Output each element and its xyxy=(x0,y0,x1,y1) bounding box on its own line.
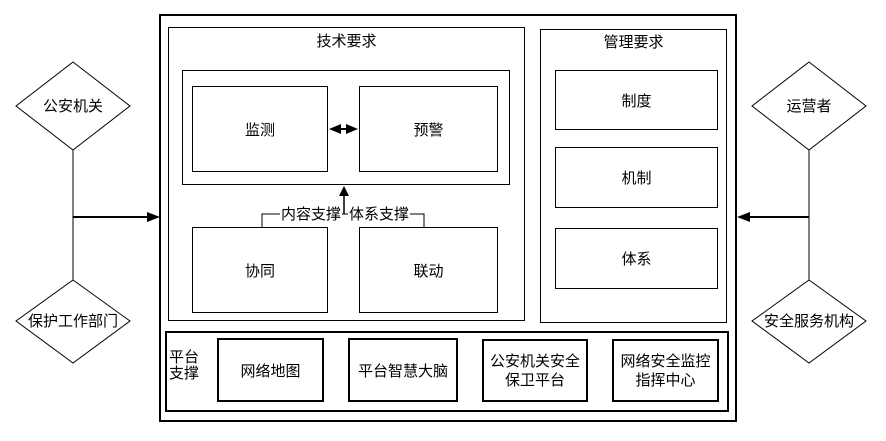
monitor-box: 监测 xyxy=(192,86,328,172)
security-service-label: 安全服务机构 xyxy=(763,313,854,330)
left-connector xyxy=(15,61,160,364)
security-service-diamond xyxy=(751,279,867,364)
platform-support-container xyxy=(165,331,729,412)
platform-support-label-line2: 支撑 xyxy=(168,365,199,382)
management-requirements-box xyxy=(540,29,727,323)
content-support-label: 内容支撑 xyxy=(280,206,342,223)
management-requirements-title: 管理要求 xyxy=(603,34,664,51)
outer-frame xyxy=(159,14,737,422)
monitor-warning-double-arrow-icon xyxy=(329,124,358,134)
left-arrow-head-icon xyxy=(147,212,160,222)
system-label: 体系 xyxy=(621,251,652,268)
tech-requirements-title: 技术要求 xyxy=(316,33,377,50)
police-security-platform-line2: 保卫平台 xyxy=(504,371,565,389)
police-label: 公安机关 xyxy=(42,98,103,115)
smart-brain-label: 平台智慧大脑 xyxy=(357,362,448,380)
operator-label: 运营者 xyxy=(786,98,832,115)
support-bracket xyxy=(261,213,425,227)
system-support-label: 体系支撑 xyxy=(348,206,410,223)
coordination-box: 协同 xyxy=(192,227,328,313)
system-box: 体系 xyxy=(555,228,718,289)
support-up-arrow-icon xyxy=(339,186,349,214)
monitor-label: 监测 xyxy=(244,121,275,139)
monitor-warning-container xyxy=(182,70,510,185)
right-arrow-head-icon xyxy=(737,212,750,222)
platform-support-label: 平台 支撑 xyxy=(168,350,200,382)
linkage-label: 联动 xyxy=(413,262,444,280)
institution-label: 制度 xyxy=(621,92,652,110)
early-warning-box: 预警 xyxy=(359,86,498,172)
protection-dept-diamond xyxy=(15,279,131,364)
coordination-label: 协同 xyxy=(244,262,275,280)
network-monitoring-center-line2: 指挥中心 xyxy=(635,371,696,389)
early-warning-label: 预警 xyxy=(413,121,444,139)
linkage-box: 联动 xyxy=(359,227,498,313)
police-security-platform-line1: 公安机关安全 xyxy=(489,352,580,370)
right-connector xyxy=(737,61,867,364)
network-map-label: 网络地图 xyxy=(240,362,301,380)
protection-dept-label: 保护工作部门 xyxy=(27,313,118,330)
institution-box: 制度 xyxy=(555,70,718,130)
smart-brain-box: 平台智慧大脑 xyxy=(348,338,458,402)
tech-requirements-box xyxy=(168,27,525,321)
mechanism-label: 机制 xyxy=(621,170,652,187)
platform-support-label-line1: 平台 xyxy=(168,349,199,366)
mechanism-box: 机制 xyxy=(555,147,718,208)
network-map-box: 网络地图 xyxy=(217,338,324,402)
police-security-platform-box: 公安机关安全 保卫平台 xyxy=(482,339,588,402)
network-monitoring-center-line1: 网络安全监控 xyxy=(620,352,711,370)
network-monitoring-center-box: 网络安全监控 指挥中心 xyxy=(612,339,719,402)
